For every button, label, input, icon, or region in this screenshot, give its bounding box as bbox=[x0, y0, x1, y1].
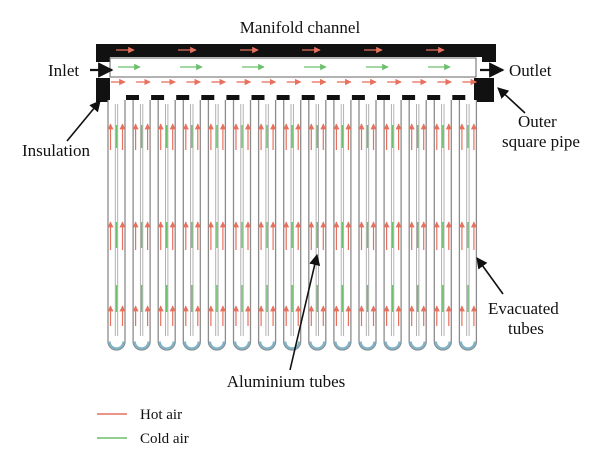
evacuated-tube bbox=[132, 100, 151, 351]
tube-bottom bbox=[434, 341, 451, 350]
evacuated-tube bbox=[308, 100, 327, 351]
evacuated-tube bbox=[433, 100, 452, 351]
header-stub bbox=[326, 95, 340, 100]
tube-bottom bbox=[108, 341, 125, 350]
evacuated-tube bbox=[157, 100, 176, 351]
tube-bottom bbox=[459, 341, 477, 350]
tube-bottom bbox=[183, 341, 200, 350]
header-stub bbox=[351, 95, 365, 100]
evacuated-tube bbox=[408, 100, 427, 351]
header-stub bbox=[452, 95, 466, 100]
header-stub bbox=[377, 95, 390, 100]
evacuated-tube bbox=[182, 100, 201, 351]
tube-bottom bbox=[309, 341, 326, 350]
header-stub bbox=[301, 95, 315, 100]
header-stub bbox=[427, 95, 441, 100]
evacuated-tube bbox=[358, 100, 377, 351]
header-stub bbox=[276, 95, 290, 100]
tube-bottom bbox=[384, 341, 401, 350]
inlet-label: Inlet bbox=[48, 61, 79, 80]
header-stub bbox=[402, 95, 416, 100]
tube-bottom bbox=[258, 341, 276, 350]
evacuated-tube bbox=[458, 100, 478, 351]
evacuated-tube bbox=[333, 100, 352, 351]
tube-bottom bbox=[409, 341, 426, 350]
aluminium-tubes-pointer bbox=[289, 253, 321, 371]
tube-bottom bbox=[158, 341, 175, 350]
manifold-channel-pipe bbox=[109, 57, 477, 78]
outer-square-pipe-label-2: square pipe bbox=[502, 132, 580, 151]
tube-bottom bbox=[359, 341, 376, 350]
legend-hot-label: Hot air bbox=[140, 407, 182, 423]
evacuated-tubes-group bbox=[107, 100, 478, 351]
insulation-pointer bbox=[66, 100, 101, 142]
header-stub bbox=[126, 95, 139, 100]
evacuated-tube bbox=[207, 100, 227, 351]
header-stub bbox=[201, 95, 215, 100]
hot-air-header-arrows bbox=[111, 46, 478, 86]
outlet-label: Outlet bbox=[509, 61, 552, 80]
header-stub bbox=[226, 95, 240, 100]
evacuated-tubes-label-2: tubes bbox=[508, 319, 544, 338]
insulation-label: Insulation bbox=[22, 141, 90, 160]
tube-bottom bbox=[284, 341, 301, 350]
header-stub bbox=[151, 95, 165, 100]
header-stub bbox=[176, 95, 190, 100]
tube-bottom bbox=[133, 341, 150, 350]
outer-square-pipe-pointer bbox=[497, 87, 526, 114]
evacuated-tube bbox=[107, 100, 126, 351]
header-stub bbox=[251, 95, 265, 100]
manifold-channel-label: Manifold channel bbox=[240, 18, 361, 37]
evacuated-tube bbox=[383, 100, 402, 351]
evacuated-tube bbox=[257, 100, 277, 351]
evacuated-tube bbox=[232, 100, 252, 351]
header-stubs bbox=[126, 95, 466, 100]
tube-bottom bbox=[334, 341, 351, 350]
evacuated-tubes-pointer bbox=[476, 257, 504, 295]
tube-bottom bbox=[233, 341, 251, 350]
legend-cold-label: Cold air bbox=[140, 431, 189, 447]
aluminium-tubes-label: Aluminium tubes bbox=[227, 372, 346, 391]
evacuated-tube bbox=[283, 100, 302, 351]
evacuated-tubes-label-1: Evacuated bbox=[488, 299, 559, 318]
tube-bottom bbox=[208, 341, 226, 350]
outer-square-pipe-label-1: Outer bbox=[518, 112, 557, 131]
legend: Hot air Cold air bbox=[97, 407, 189, 447]
